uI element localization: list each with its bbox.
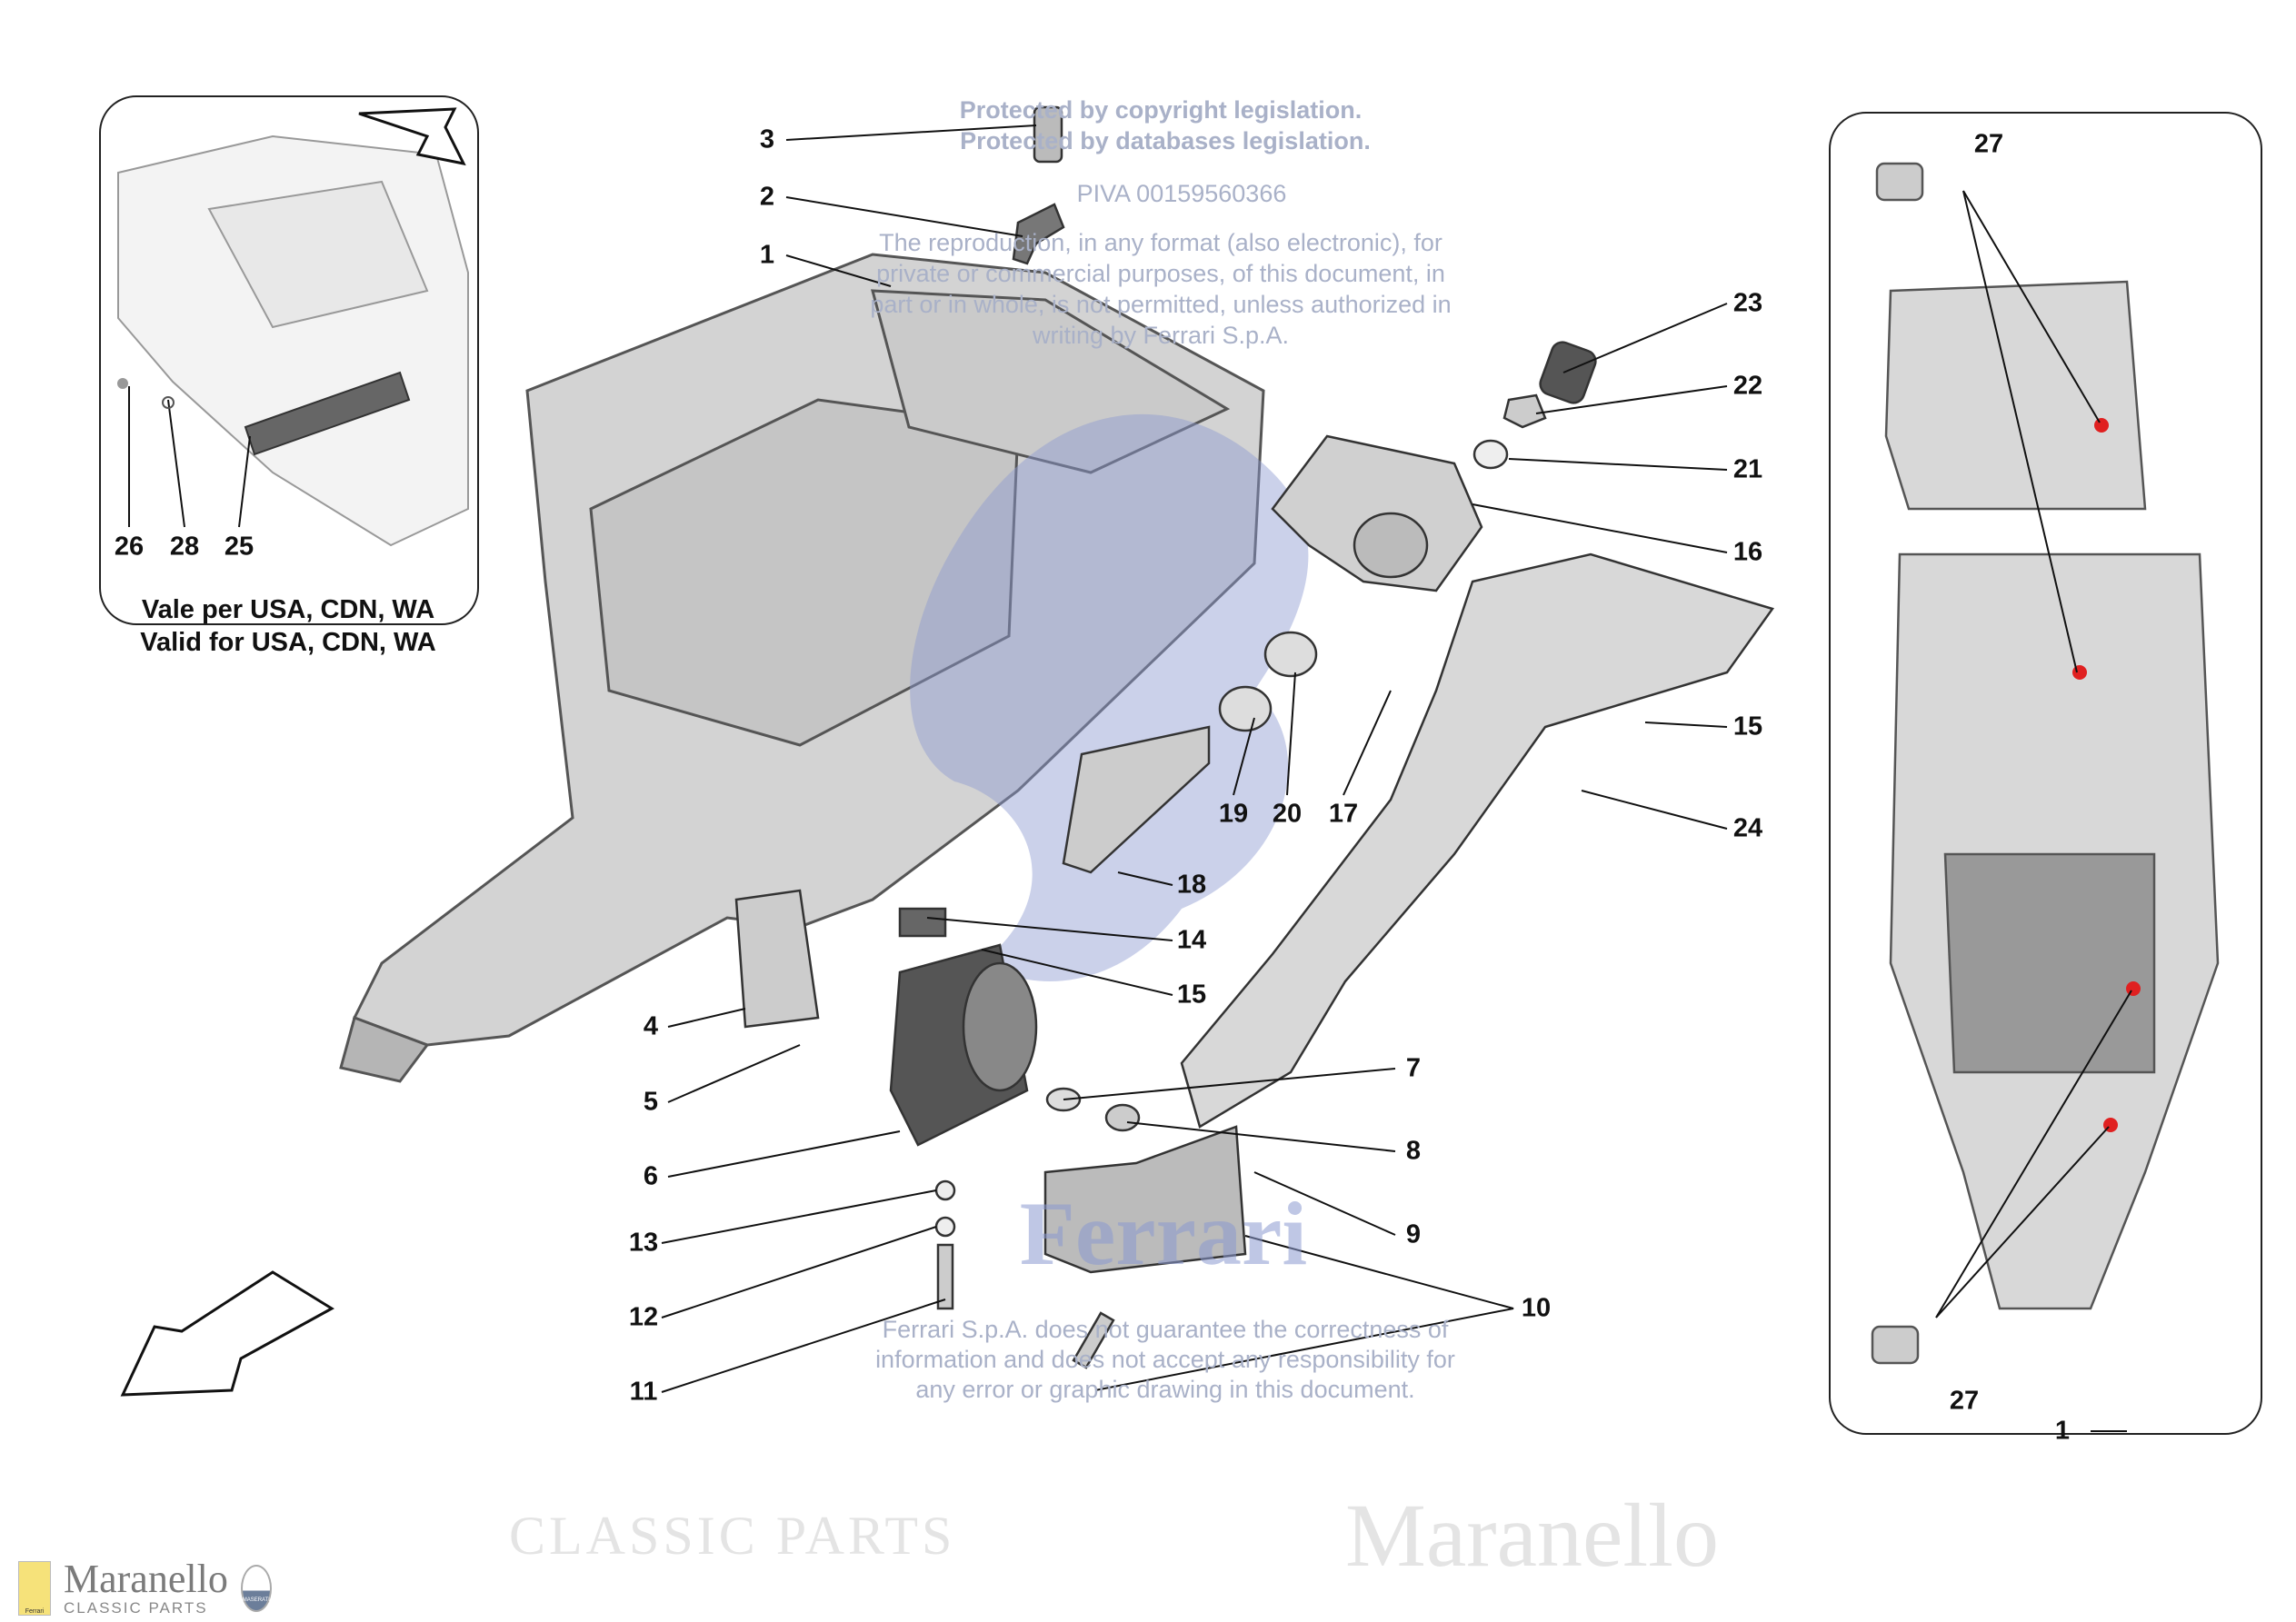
gearbox-assembly (339, 253, 1265, 1083)
copyright-notice: Protected by copyright legislation. (959, 96, 1363, 124)
inset-frame (99, 95, 479, 625)
maserati-badge-icon: MASERATI (240, 1565, 272, 1612)
right-panel-views (1871, 162, 2220, 1365)
callout-15[interactable]: 15 (1732, 711, 1763, 741)
callout-15[interactable]: 15 (1176, 980, 1207, 1010)
inset-leaders (128, 386, 251, 528)
right-panel-frame (1829, 112, 2262, 1435)
callout-28[interactable]: 28 (169, 532, 200, 562)
callout-9[interactable]: 9 (1405, 1219, 1422, 1249)
direction-arrow (120, 1270, 334, 1397)
logo-brand: Maranello (64, 1557, 228, 1601)
callout-25[interactable]: 25 (224, 532, 255, 562)
vat-number: PIVA 00159560366 (1076, 180, 1287, 207)
callout-13[interactable]: 13 (628, 1228, 659, 1258)
disclaimer: information and does not accept any resp… (875, 1346, 1455, 1373)
callout-2[interactable]: 2 (759, 182, 775, 212)
ferrari-watermark-logo: Ferrari (1019, 1183, 1308, 1284)
callout-4[interactable]: 4 (643, 1011, 659, 1041)
callout-27[interactable]: 27 (1949, 1386, 1980, 1416)
callout-16[interactable]: 16 (1732, 537, 1763, 567)
callout-19[interactable]: 19 (1218, 799, 1249, 829)
disclaimer: any error or graphic drawing in this doc… (915, 1376, 1415, 1403)
callout-1[interactable]: 1 (2054, 1416, 2071, 1446)
callout-7[interactable]: 7 (1405, 1053, 1422, 1083)
callout-17[interactable]: 17 (1328, 799, 1359, 829)
callout-6[interactable]: 6 (643, 1161, 659, 1191)
callout-26[interactable]: 26 (114, 532, 145, 562)
callout-5[interactable]: 5 (643, 1087, 659, 1117)
reproduction-notice: part or in whole, is not permitted, unle… (870, 291, 1452, 318)
parts (734, 105, 1775, 1369)
callout-14[interactable]: 14 (1176, 925, 1207, 955)
reproduction-notice: private or commercial purposes, of this … (876, 260, 1445, 287)
callout-3[interactable]: 3 (759, 124, 775, 154)
prancing-horse-watermark (910, 413, 1309, 981)
callout-22[interactable]: 22 (1732, 371, 1763, 401)
direction-arrow (358, 107, 466, 166)
callout-12[interactable]: 12 (628, 1302, 659, 1332)
callout-24[interactable]: 24 (1732, 813, 1763, 843)
maranello-classic-parts-logo: Ferrari Maranello CLASSIC PARTS MASERATI (18, 1559, 272, 1617)
callout-21[interactable]: 21 (1732, 454, 1763, 484)
inset-note-italian: Vale per USA, CDN, WA (141, 595, 435, 624)
background-watermark-subtitle: CLASSIC PARTS (509, 1506, 956, 1566)
disclaimer: Ferrari S.p.A. does not guarantee the co… (882, 1316, 1449, 1343)
inset-gearbox (117, 134, 469, 547)
reproduction-notice: The reproduction, in any format (also el… (879, 229, 1442, 256)
reproduction-notice: writing by Ferrari S.p.A. (1032, 322, 1290, 349)
callout-10[interactable]: 10 (1521, 1293, 1552, 1323)
leader-lines (661, 124, 1728, 1393)
background-watermark: Maranello (1345, 1485, 1719, 1586)
callout-1[interactable]: 1 (759, 240, 775, 270)
callout-18[interactable]: 18 (1176, 870, 1207, 900)
callout-8[interactable]: 8 (1405, 1136, 1422, 1166)
callout-20[interactable]: 20 (1272, 799, 1303, 829)
callout-11[interactable]: 11 (629, 1377, 658, 1407)
inset-note-english: Valid for USA, CDN, WA (140, 628, 436, 657)
logo-subtitle: CLASSIC PARTS (64, 1599, 208, 1617)
copyright-notice: Protected by databases legislation. (960, 127, 1371, 154)
ferrari-badge-icon: Ferrari (18, 1561, 51, 1616)
callout-27[interactable]: 27 (1973, 129, 2004, 159)
callout-23[interactable]: 23 (1732, 288, 1763, 318)
